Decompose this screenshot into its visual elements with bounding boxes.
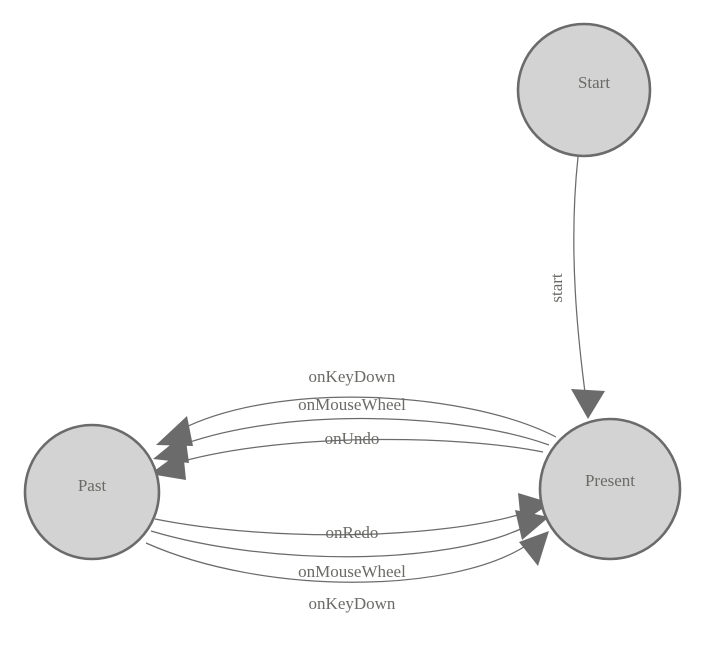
node-present[interactable]: Present bbox=[538, 417, 682, 561]
node-start-circle bbox=[516, 22, 652, 158]
edge-label-start: start bbox=[547, 273, 566, 303]
edge-label-past-present-onkeydown: onKeyDown bbox=[309, 594, 396, 613]
node-present-label: Present bbox=[585, 471, 635, 490]
edge-past-to-present-onredo-path bbox=[154, 511, 529, 536]
edge-past-to-present-onredo[interactable]: onRedo bbox=[154, 493, 551, 542]
edge-past-to-present-onkeydown[interactable]: onKeyDown bbox=[145, 531, 549, 613]
edge-present-to-past-onundo-path bbox=[172, 438, 544, 465]
edge-label-past-present-onredo: onRedo bbox=[326, 523, 379, 542]
edge-past-to-present-onmousewheel[interactable]: onMouseWheel bbox=[150, 510, 549, 581]
edge-present-to-past-onmousewheel-path bbox=[175, 418, 550, 448]
node-past-circle bbox=[23, 423, 161, 561]
edge-start-to-present-arrowhead bbox=[571, 389, 605, 419]
edge-past-to-present-onkeydown-path bbox=[145, 542, 528, 583]
edge-label-present-past-onundo: onUndo bbox=[325, 429, 380, 448]
node-start[interactable]: Start bbox=[516, 22, 652, 158]
edge-present-to-past-onkeydown-arrowhead bbox=[156, 416, 193, 446]
node-present-circle bbox=[538, 417, 682, 561]
edge-present-to-past-onundo[interactable]: onUndo bbox=[150, 429, 544, 480]
node-past-label: Past bbox=[78, 476, 107, 495]
edge-present-to-past-onundo-arrowhead bbox=[150, 450, 186, 480]
edge-start-to-present-path bbox=[573, 156, 587, 401]
node-start-label: Start bbox=[578, 73, 610, 92]
edge-past-to-present-onkeydown-arrowhead bbox=[519, 531, 549, 566]
edge-label-present-past-onmousewheel: onMouseWheel bbox=[298, 395, 406, 414]
edge-label-present-past-onkeydown: onKeyDown bbox=[309, 367, 396, 386]
edge-present-to-past-onkeydown-path bbox=[179, 396, 557, 438]
edge-label-past-present-onmousewheel: onMouseWheel bbox=[298, 562, 406, 581]
edge-past-to-present-onmousewheel-arrowhead bbox=[515, 510, 549, 540]
edge-past-to-present-onmousewheel-path bbox=[150, 526, 526, 558]
node-past[interactable]: Past bbox=[23, 423, 161, 561]
edge-start-to-present[interactable]: start bbox=[547, 156, 605, 419]
